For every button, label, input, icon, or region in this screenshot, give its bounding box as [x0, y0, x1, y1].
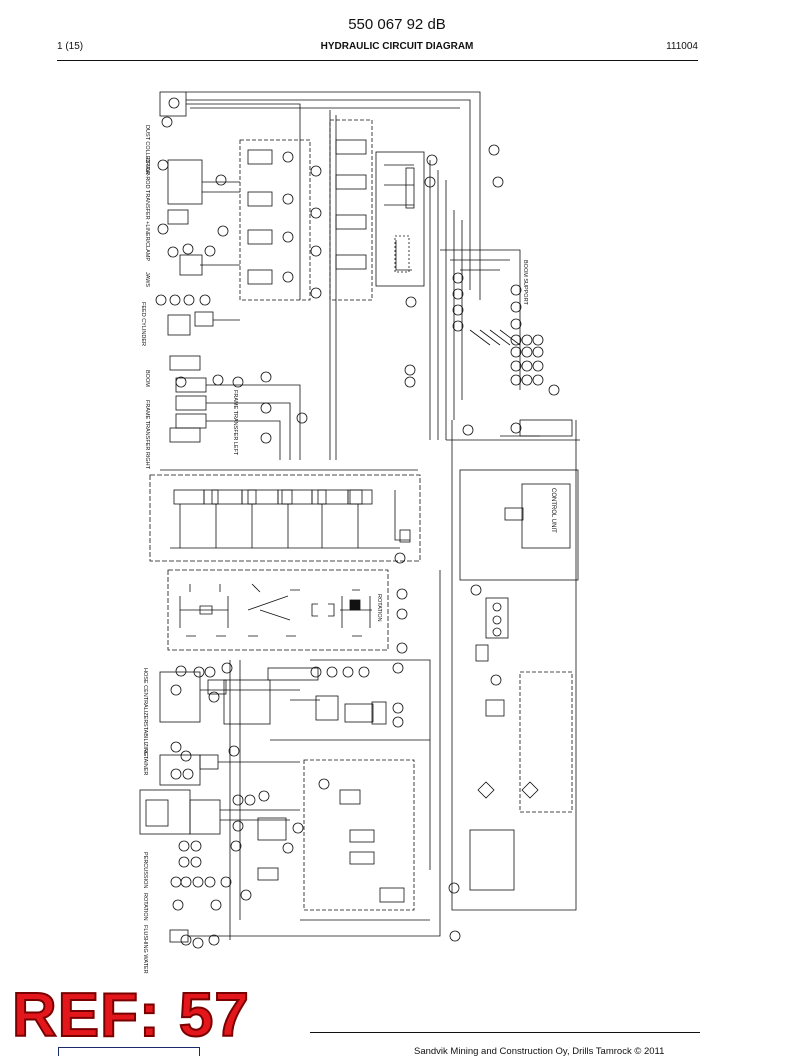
- right-column: [394, 419, 580, 942]
- lower-middle-stack: [223, 659, 431, 940]
- label-retainer: RETAINER: [142, 748, 148, 775]
- control-panel: [167, 569, 389, 651]
- label-boom-support: BOOM SUPPORT: [522, 260, 528, 305]
- left-actuators: [155, 159, 308, 460]
- date-code: 111004: [666, 41, 698, 52]
- top-piping: [159, 91, 481, 460]
- lower-left-circuits: [139, 570, 441, 949]
- label-frame-transfer-left: FRAME TRANSFER LEFT: [232, 390, 238, 456]
- label-frame-transfer-right: FRAME TRANSFER RIGHT: [144, 400, 150, 470]
- right-upper-lines: [404, 144, 560, 440]
- label-rotation-box: ROTATION: [376, 594, 382, 622]
- document-number: 550 067 92 dB: [348, 16, 446, 33]
- main-valve-bank: [149, 469, 421, 562]
- label-rotation: ROTATION: [142, 893, 148, 921]
- footer-rule: [310, 1032, 700, 1033]
- boom-support-valves: [239, 119, 425, 301]
- copyright-footer: Sandvik Mining and Construction Oy, Dril…: [414, 1046, 665, 1057]
- company-logo: [58, 1047, 200, 1056]
- label-control-unit: CONTROL UNIT: [550, 488, 556, 533]
- page-number: 1 (15): [57, 41, 84, 52]
- label-hose-centralizer: HOSE CENTRALIZER: [142, 668, 148, 723]
- label-percussion: PERCUSSION: [142, 852, 148, 888]
- label-stabilizing: STABILIZING: [142, 723, 148, 756]
- label-jaws: JAWS: [144, 272, 150, 287]
- ref-badge: REF: 57: [11, 981, 250, 1050]
- label-draw-rod-transfer: DRAW-ROD TRANSFER +LINER/CLAMP: [144, 158, 150, 261]
- label-boom: BOOM: [144, 370, 150, 387]
- label-flushing-water: FLUSHING WATER: [142, 925, 148, 974]
- header-rule: [57, 60, 698, 61]
- label-feed-cylinder: FEED CYLINDER: [140, 302, 146, 346]
- label-dust-collector: DUST COLLECTOR: [144, 125, 150, 175]
- page-title: HYDRAULIC CIRCUIT DIAGRAM: [320, 41, 474, 52]
